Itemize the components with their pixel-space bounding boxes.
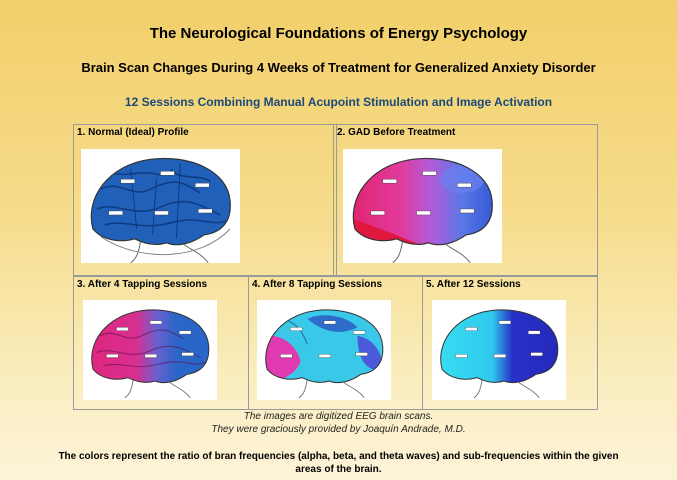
panel-4-label: 4. After 8 Tapping Sessions xyxy=(252,279,383,290)
brain-scan-after-8 xyxy=(257,300,391,400)
panel-2-label: 2. GAD Before Treatment xyxy=(337,127,456,138)
panel-1: 1. Normal (Ideal) Profile xyxy=(73,124,337,276)
panel-5: 5. After 12 Sessions xyxy=(422,276,598,410)
color-note-line-2: areas of the brain. xyxy=(295,464,382,475)
caption-line-2: They were graciously provided by Joaquín… xyxy=(211,424,466,435)
brain-scan-after-4 xyxy=(83,300,217,400)
sessions-description: 12 Sessions Combining Manual Acupoint St… xyxy=(124,95,553,109)
brain-scan-gad-before xyxy=(343,149,502,263)
color-note-line-1: The colors represent the ratio of bran f… xyxy=(58,451,619,462)
panel-1-label: 1. Normal (Ideal) Profile xyxy=(77,127,189,138)
panel-5-label: 5. After 12 Sessions xyxy=(426,279,521,290)
page-title: The Neurological Foundations of Energy P… xyxy=(149,25,528,42)
panel-3-label: 3. After 4 Tapping Sessions xyxy=(77,279,208,290)
panel-2: 2. GAD Before Treatment xyxy=(333,124,598,276)
brain-scan-normal xyxy=(81,149,240,263)
brain-scan-after-12 xyxy=(432,300,566,400)
page-subtitle: Brain Scan Changes During 4 Weeks of Tre… xyxy=(81,60,596,75)
caption-line-1: The images are digitized EEG brain scans… xyxy=(243,411,434,422)
